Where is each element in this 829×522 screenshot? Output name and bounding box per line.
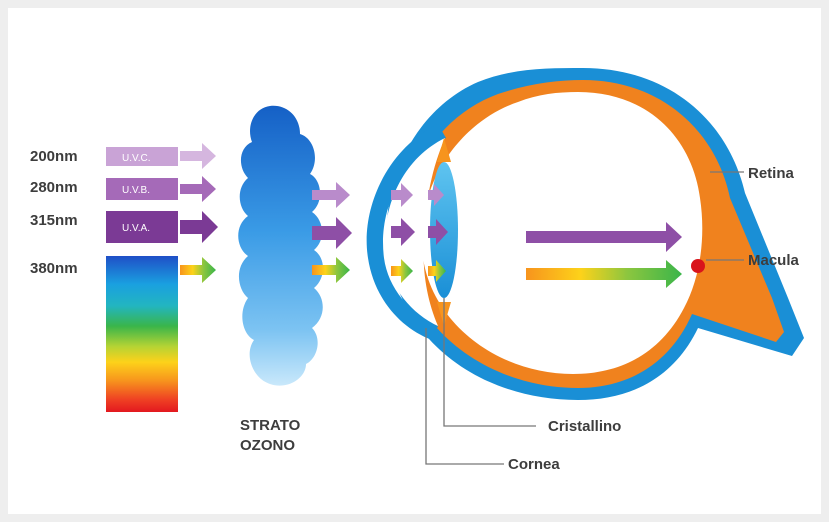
wavelength-label-200: 200nm [30,148,78,165]
wavelength-label-280: 280nm [30,179,78,196]
wavelength-label-315: 315nm [30,212,78,229]
uvb-arrow [180,176,216,202]
macula-dot [691,259,705,273]
wavelength-label-380: 380nm [30,260,78,277]
uva-band-label: U.V.A. [122,223,150,234]
uvc-band-label: U.V.C. [122,153,151,164]
uva-arrow [180,211,218,243]
visible-arrow [180,257,216,283]
uv-eye-diagram: 200nm 280nm 315nm 380nm U.V.C. U.V.B. U.… [8,8,821,514]
ozone-label-line1: STRATO [240,417,301,434]
uvb-band-label: U.V.B. [122,185,150,196]
cristallino-label: Cristallino [548,418,621,435]
uvc-arrow [180,143,216,169]
ozone-label-line2: OZONO [240,437,295,454]
ozone-cloud [238,106,323,386]
visible-spectrum-bar [106,256,178,412]
retina-label: Retina [748,165,795,182]
cornea-label: Cornea [508,456,560,473]
macula-label: Macula [748,252,800,269]
diagram-svg: 200nm 280nm 315nm 380nm U.V.C. U.V.B. U.… [8,8,821,514]
